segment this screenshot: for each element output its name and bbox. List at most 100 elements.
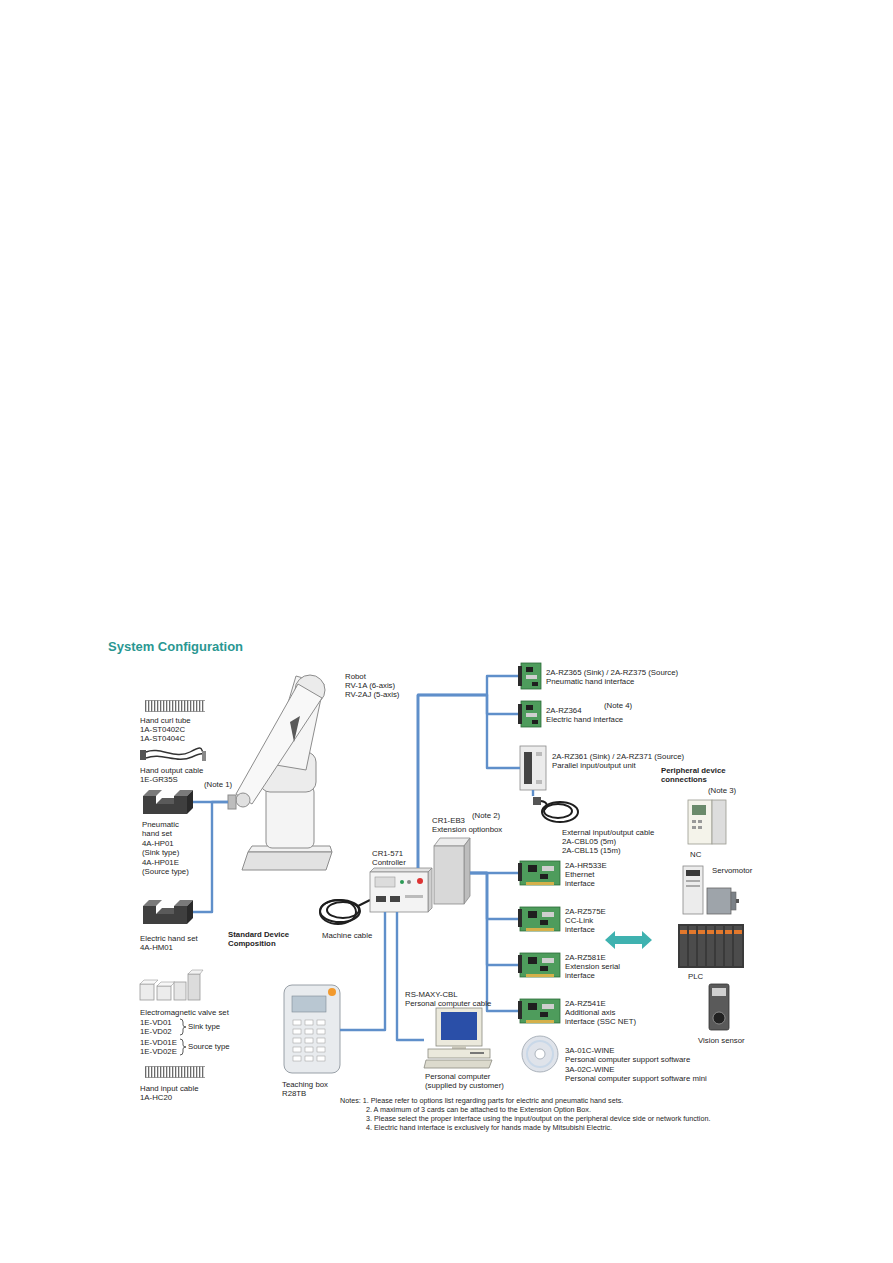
- network-card: [528, 865, 537, 872]
- peripheral-device: Servomotor: [683, 866, 739, 918]
- cable-line: [470, 873, 518, 965]
- caption: 1E-VD01: [140, 1018, 172, 1027]
- network-card: [518, 863, 522, 881]
- caption: Hand input cable: [140, 1084, 199, 1093]
- callout-label: Sink type: [188, 1022, 220, 1031]
- caption: R28TB: [282, 1089, 306, 1098]
- plc-illustration: [678, 924, 744, 968]
- caption: PLC: [688, 972, 703, 981]
- callout-label: Personal computer cable: [405, 999, 491, 1008]
- cable-line: [340, 912, 385, 1030]
- caption: 2A-HR533E: [565, 861, 607, 870]
- peripheral-box: Peripheral device connections (Note 3) NC S…: [653, 760, 760, 1052]
- controller-illustration: [370, 868, 432, 912]
- software-disc-illustration: [522, 1036, 558, 1072]
- nc-illustration: [692, 826, 696, 829]
- caption: Extension serial interface: [565, 962, 629, 980]
- plc-illustration: [707, 930, 714, 934]
- valve-set-icon: [174, 982, 186, 1000]
- cable-line: [418, 695, 520, 868]
- servomotor-illustration: [683, 866, 703, 914]
- caption: 2A-RZ581E: [565, 953, 606, 962]
- plc-illustration: [707, 926, 714, 966]
- caption-holder: Servomotor: [712, 866, 752, 875]
- parallel-io-illustration: [520, 746, 546, 790]
- teaching-pendant-illustration: [293, 1056, 301, 1061]
- hand-interface-card: [526, 713, 537, 717]
- box-ground: [654, 761, 760, 1052]
- extension-box-illustration: [434, 838, 470, 904]
- heading: Peripheral device connections: [661, 766, 741, 784]
- network-card: [526, 974, 554, 977]
- caption: Hand output cable: [140, 766, 203, 775]
- nc-illustration: [712, 800, 726, 844]
- electric-gripper-icon: [143, 900, 193, 924]
- caption-holder: Controller: [372, 858, 406, 867]
- plc-illustration: [725, 926, 732, 966]
- caption-holder: Electric hand interface: [546, 715, 623, 724]
- label-holder: 2. A maximum of 3 cards can be attached …: [366, 1105, 591, 1114]
- caption-holder: 1E-GR35S: [140, 775, 178, 784]
- caption-holder: Pneumatic hand interface: [546, 677, 634, 686]
- caption-holder: (Source type): [142, 867, 189, 876]
- caption: Personal computer: [425, 1072, 490, 1081]
- hand-curl-tube: Hand curl tube1A-ST0402C1A-ST0404C: [145, 700, 205, 712]
- teaching-pendant-illustration: [305, 1038, 313, 1043]
- double-arrow: [605, 931, 652, 949]
- caption-holder: 4A-HP01: [142, 839, 174, 848]
- io-cable-icon: [541, 801, 547, 810]
- teaching-pendant-illustration: [305, 1020, 313, 1025]
- caption: Ethernet interface: [565, 870, 611, 888]
- plc-illustration: [689, 926, 696, 966]
- caption-holder: Teaching box: [282, 1080, 328, 1089]
- teaching-pendant-illustration: [317, 1047, 325, 1052]
- cable-line: [418, 676, 518, 868]
- interface-card: 2A-RZ541EAdditional axis interface (SSC …: [518, 998, 560, 1024]
- configuration-panel: System ConfigurationHand curl tube1A-ST0…: [95, 632, 765, 1140]
- network-card: [540, 1012, 548, 1017]
- hand-interface-card: [521, 663, 541, 689]
- caption: Teaching box: [282, 1080, 328, 1089]
- hand-interface-card: [526, 675, 537, 679]
- caption: (Note 3): [708, 786, 736, 795]
- peripheral-box-outline: [653, 760, 760, 1052]
- controller: CR1-571Controller: [370, 868, 432, 912]
- caption: 1A-ST0402C: [140, 725, 185, 734]
- region-ground: [222, 773, 433, 958]
- io-cable-icon: [533, 797, 578, 822]
- plc-illustration: [689, 930, 696, 934]
- label-holder: Notes: 1. Please refer to options list r…: [340, 1096, 623, 1105]
- vision-sensor-illustration: [709, 984, 729, 1030]
- caption-holder: 1E-VD01: [140, 1018, 172, 1027]
- caption-holder: 4A-HP01E: [142, 858, 179, 867]
- valve-set-icon: [140, 984, 154, 1000]
- network-card: [528, 1003, 537, 1010]
- robot-arm-illustration: [242, 852, 332, 870]
- plc-illustration: [680, 930, 687, 934]
- valve-set-icon: [188, 970, 203, 974]
- caption: Servomotor: [712, 866, 752, 875]
- teaching-pendant-illustration: [292, 996, 326, 1012]
- peripheral-device: NC: [688, 800, 726, 844]
- network-card: [518, 909, 522, 927]
- network-card: [526, 882, 554, 885]
- io-cable-icon: [544, 804, 572, 818]
- personal-computer: Personal computer(supplied by customer): [424, 1008, 492, 1068]
- caption: 1E-GR35S: [140, 775, 178, 784]
- caption-holder: Vision sensor: [698, 1036, 745, 1045]
- output-cable-icon: [146, 748, 204, 754]
- caption: (Source type): [142, 867, 189, 876]
- caption: 2A-CBL15 (15m): [562, 846, 621, 855]
- interface-card: 2A-RZ365 (Sink) / 2A-RZ375 (Source)Pneum…: [518, 662, 542, 690]
- input-cable-icon: [145, 1066, 205, 1078]
- io-cable: External input/output cable2A-CBL05 (5m)…: [532, 796, 580, 824]
- caption-holder: (Sink type): [142, 848, 179, 857]
- controller-illustration: [390, 896, 400, 902]
- caption-holder: 1E-VD02: [140, 1027, 172, 1036]
- plc-illustration: [698, 930, 705, 934]
- network-card: [520, 861, 560, 885]
- caption-holder: R28TB: [282, 1089, 306, 1098]
- label-holder: (Note 4): [604, 701, 632, 710]
- caption: 2A-RZ361 (Sink) / 2A-RZ371 (Source): [552, 752, 684, 761]
- label-holder: Source type: [188, 1042, 230, 1051]
